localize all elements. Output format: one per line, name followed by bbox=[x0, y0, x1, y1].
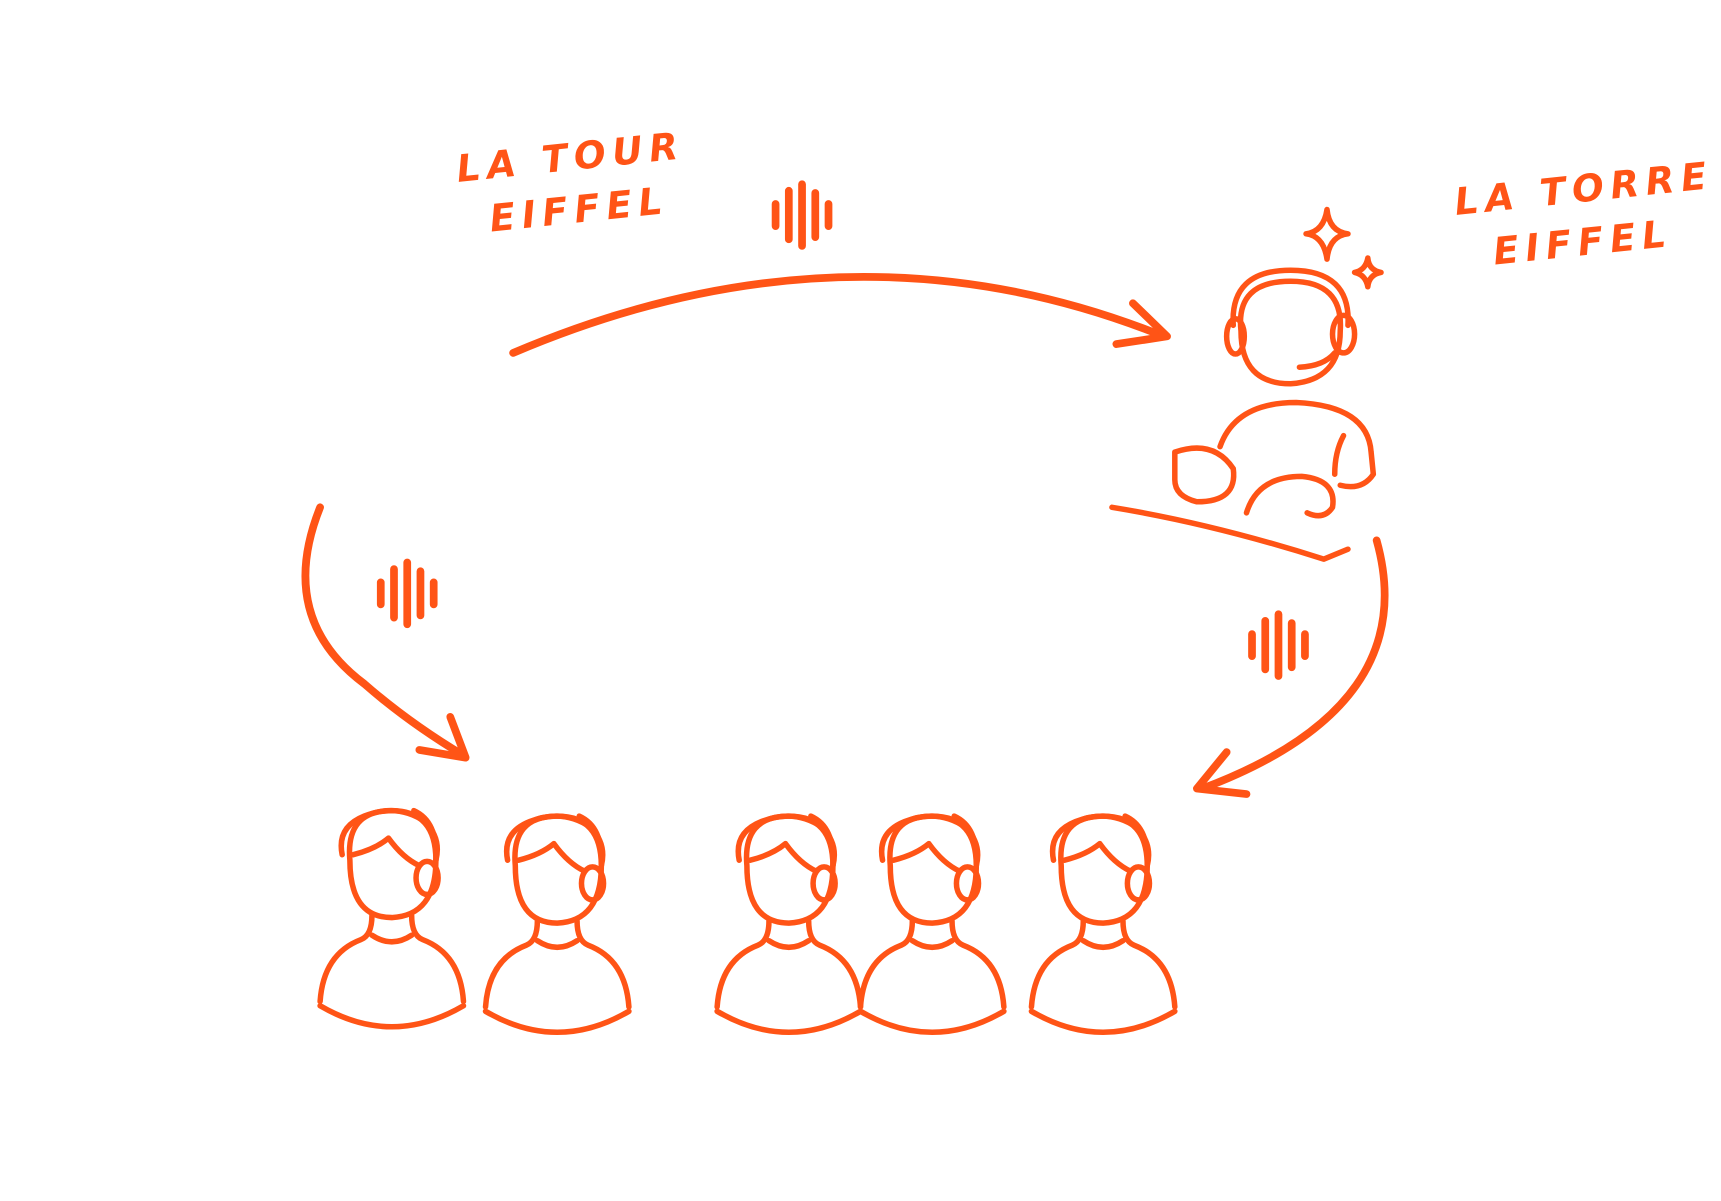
target-language-label-line1: LA TORRE bbox=[1452, 153, 1715, 224]
sound-wave-icon-left bbox=[381, 562, 434, 624]
source-language-label-line2: EIFFEL bbox=[487, 178, 671, 241]
listener-with-headset-icon-1 bbox=[320, 811, 463, 1027]
listener-with-headset-icon-2 bbox=[486, 816, 629, 1032]
arrow-icon-right bbox=[1193, 536, 1389, 798]
arrow-icon-top bbox=[509, 273, 1171, 357]
listener-with-headset-icon-5 bbox=[1031, 816, 1174, 1032]
listener-with-headset-icon-4 bbox=[861, 816, 1004, 1032]
sparkle-icon bbox=[1303, 206, 1384, 290]
sound-wave-icon-right bbox=[1252, 614, 1305, 676]
sound-wave-icon-top bbox=[776, 184, 829, 246]
listener-with-headset-icon-3 bbox=[717, 816, 860, 1032]
arrow-icon-left bbox=[301, 503, 470, 762]
target-language-label-line2: EIFFEL bbox=[1491, 211, 1675, 274]
interpreter-with-headset-icon bbox=[1109, 267, 1377, 562]
